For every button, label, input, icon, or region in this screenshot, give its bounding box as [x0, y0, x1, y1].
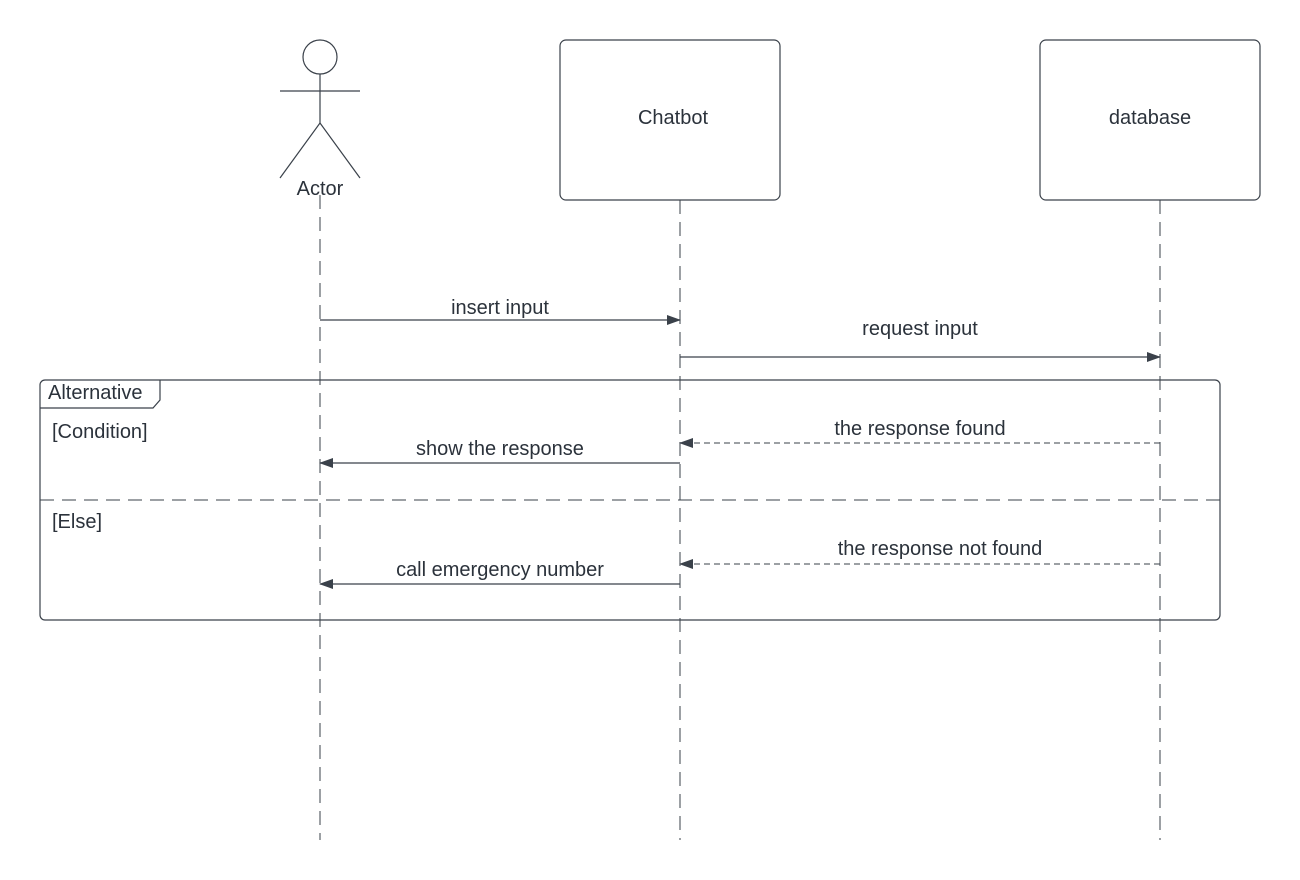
message-label-response-not-found: the response not found [838, 538, 1043, 560]
actor-left-leg [279, 122, 321, 179]
actor-right-leg [319, 122, 361, 179]
message-label-call-emergency: call emergency number [396, 559, 604, 581]
message-label-show-response: show the response [416, 438, 584, 460]
participant-label-database: database [1109, 107, 1191, 129]
message-label-response-found: the response found [834, 418, 1005, 440]
guard-condition: [Condition] [52, 421, 148, 443]
message-label-insert-input: insert input [451, 297, 549, 319]
alt-fragment-operator: Alternative [48, 382, 143, 404]
participant-label-chatbot: Chatbot [638, 107, 708, 129]
actor-label: Actor [297, 178, 344, 200]
guard-else: [Else] [52, 511, 102, 533]
participant-box-database[interactable] [1039, 39, 1261, 201]
alt-fragment[interactable]: Alternative [Condition] [Else] [39, 379, 1221, 621]
actor-figure[interactable] [279, 39, 361, 179]
message-label-request-input: request input [862, 318, 978, 340]
actor-head [302, 39, 338, 75]
participant-box-chatbot[interactable] [559, 39, 781, 201]
alt-fragment-tab [40, 380, 161, 409]
